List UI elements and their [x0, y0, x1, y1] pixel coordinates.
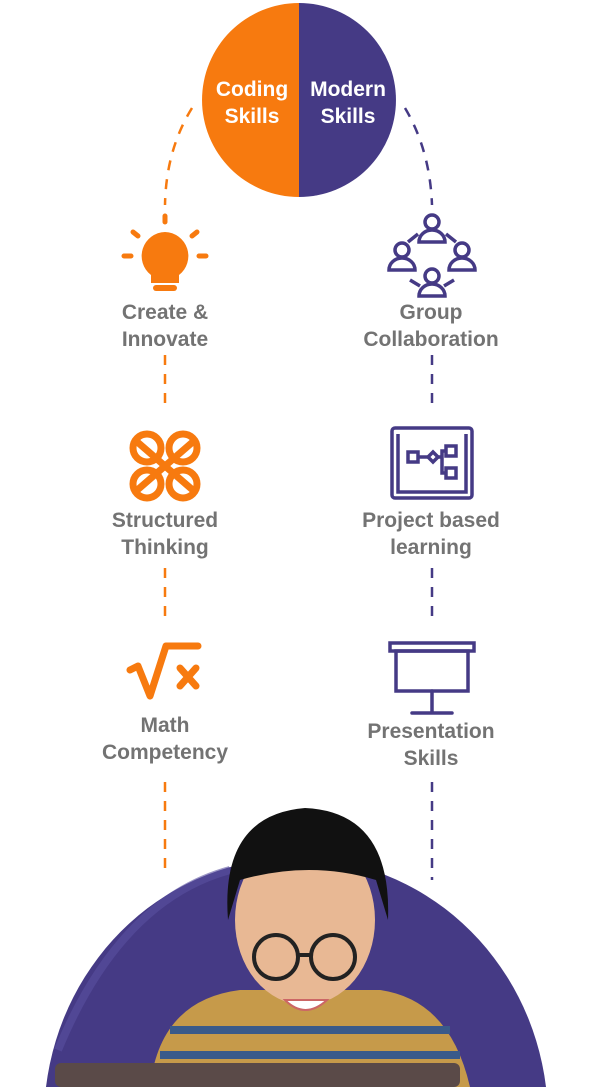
title-line: Skills	[320, 105, 376, 128]
lightbulb-icon	[121, 213, 209, 291]
skill-math-competency: Math Competency	[55, 712, 275, 766]
group-network-icon	[387, 213, 477, 298]
header-circle	[202, 3, 396, 197]
skill-label: Math	[140, 714, 190, 737]
skill-label: Presentation	[367, 720, 495, 743]
skill-presentation-skills: Presentation Skills	[321, 718, 541, 772]
skill-label: Structured	[111, 509, 219, 532]
skill-project-based-learning: Project based learning	[321, 507, 541, 561]
square-root-icon	[126, 642, 202, 700]
skill-label: Competency	[101, 741, 229, 764]
skill-structured-thinking: Structured Thinking	[55, 507, 275, 561]
presentation-board-icon	[388, 641, 476, 715]
skill-label: Thinking	[121, 536, 209, 559]
skill-label: Skills	[403, 747, 459, 770]
skill-label: Create &	[121, 301, 209, 324]
modern-connector	[403, 107, 434, 206]
title-line: Modern	[310, 78, 386, 101]
hero-photo	[46, 808, 546, 1087]
skill-create-innovate: Create & Innovate	[55, 299, 275, 353]
title-line: Coding	[215, 78, 289, 101]
skill-label: learning	[390, 536, 472, 559]
skill-label: Group	[399, 301, 463, 324]
celtic-knot-icon	[129, 430, 201, 502]
skill-label: Collaboration	[363, 328, 499, 351]
coding-skills-title: Coding Skills	[202, 76, 302, 130]
modern-skills-title: Modern Skills	[298, 76, 398, 130]
flowchart-board-icon	[390, 426, 474, 500]
coding-connector	[163, 107, 194, 206]
skill-label: Project based	[362, 509, 500, 532]
skill-group-collaboration: Group Collaboration	[321, 299, 541, 353]
skill-label: Innovate	[121, 328, 209, 351]
title-line: Skills	[224, 105, 280, 128]
